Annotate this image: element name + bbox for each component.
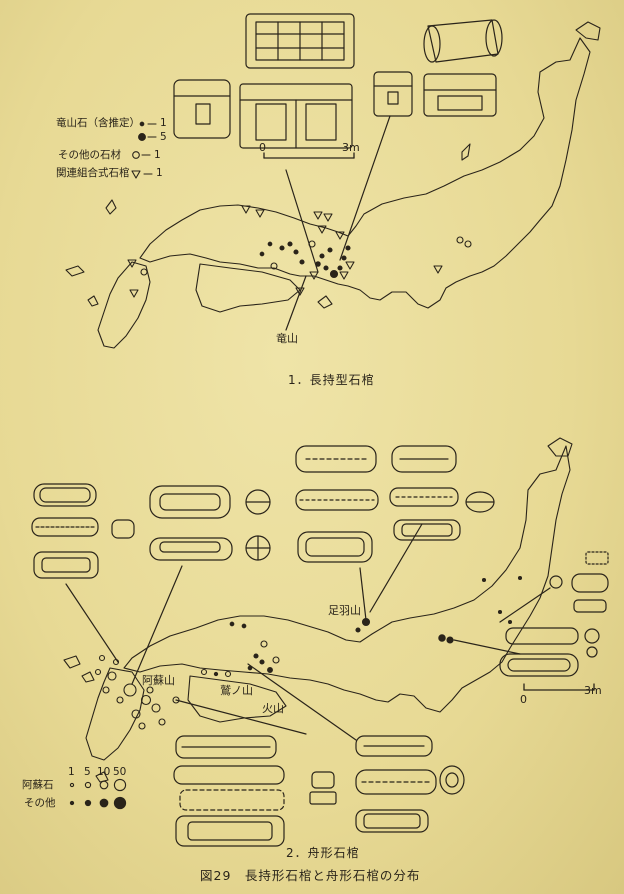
top-distribution-markers — [127, 205, 472, 298]
top-legend-value: 5 — [160, 131, 167, 143]
scale-label-end: 3m — [342, 141, 360, 154]
bottom-legend-scale-5: 5 — [84, 766, 91, 778]
map-japan-bottom — [63, 437, 573, 783]
place-label-ashiwayama: 足羽山 — [328, 604, 361, 617]
scale-label-end: 3m — [584, 684, 602, 697]
top-legend-value: 1 — [154, 149, 161, 161]
coffin-end-view — [173, 79, 231, 139]
top-legend-value: 1 — [160, 117, 167, 129]
legend-other-10 — [99, 798, 109, 808]
caption-nagamochi: 1．長持型石棺 — [288, 373, 375, 387]
legend-aso-50 — [113, 778, 127, 792]
bottom-legend-scale-1: 1 — [68, 766, 75, 778]
bottom-legend-scale-50: 50 — [113, 766, 127, 778]
place-label-washinoyama: 鷲ノ山 — [220, 684, 253, 697]
scale-label-start: 0 — [520, 693, 527, 706]
legend-aso-1 — [69, 782, 75, 788]
honshu-top — [139, 37, 591, 309]
legend-open-triangle — [131, 170, 141, 179]
legend-other-1 — [69, 800, 75, 806]
scale-label-start: 0 — [259, 141, 266, 154]
top-legend-row-tatsuyama: 竜山石（含推定） — [56, 117, 140, 130]
top-legend-symbols — [131, 121, 157, 179]
bottom-legend-label-other: その他 — [24, 797, 56, 809]
shikoku-top — [195, 263, 301, 313]
figure-caption: 図29 長持形石棺と舟形石棺の分布 — [200, 868, 421, 883]
top-legend-label: 竜山石（含推定） — [56, 117, 140, 129]
legend-large-dot — [138, 133, 146, 141]
scale-bar-top — [263, 152, 355, 159]
legend-open-circle — [132, 151, 140, 159]
top-legend-value: 1 — [156, 167, 163, 179]
bottom-legend-scale-10: 10 — [97, 766, 111, 778]
top-legend-label: 関連組合式石棺 — [56, 167, 130, 179]
bottom-legend-symbols — [69, 778, 127, 810]
map-japan-top — [65, 21, 601, 349]
legend-other-50 — [113, 796, 127, 810]
legend-other-5 — [84, 799, 92, 807]
coffin-right-lower — [423, 73, 497, 117]
place-label-asosan: 阿蘇山 — [142, 674, 175, 687]
legend-aso-10 — [99, 780, 109, 790]
coffin-lid-top-view — [245, 13, 355, 69]
boat-coffin-drawings — [31, 445, 609, 847]
bottom-distribution-markers — [94, 575, 523, 730]
shikoku-bottom — [187, 675, 287, 723]
kyushu-top — [97, 261, 151, 349]
place-label-kazan: 火山 — [262, 702, 284, 715]
bottom-legend-label-aso: 阿蘇石 — [22, 779, 54, 791]
legend-aso-5 — [84, 781, 92, 789]
hokkaido-tip-top — [575, 21, 601, 41]
caption-funagata: 2．舟形石棺 — [286, 846, 360, 860]
coffin-small-right — [373, 71, 413, 117]
legend-small-dot — [139, 121, 145, 127]
scale-bar-bottom — [523, 683, 595, 691]
kyushu-bottom — [85, 667, 145, 761]
top-legend-label: その他の石材 — [58, 149, 121, 161]
honshu-bottom — [123, 445, 571, 713]
sarcophagus-drawings-top — [173, 13, 503, 331]
place-label-tatsuyama: 竜山 — [276, 332, 298, 345]
